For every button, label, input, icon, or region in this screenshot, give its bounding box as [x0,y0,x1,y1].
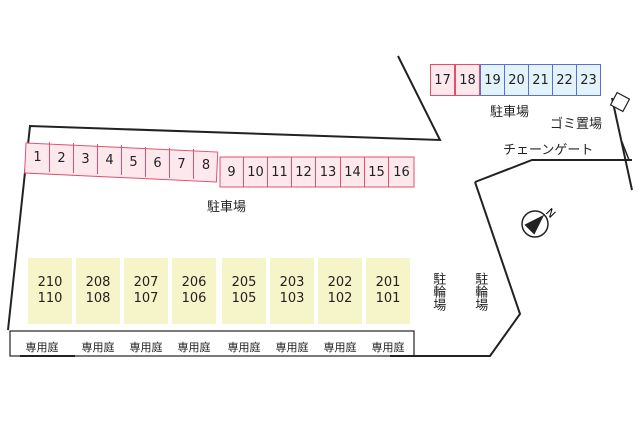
private-garden-label: 専用庭 [25,340,59,354]
unit-202-102: 202 102 [318,258,362,324]
parking-slot-21: 21 [528,64,553,96]
unit-lower-number: 110 [37,291,63,306]
unit-208-108: 208 108 [76,258,120,324]
chain-gate-marker [621,141,630,161]
parking-slot-23: 23 [576,64,601,96]
unit-lower-number: 106 [181,291,207,306]
parking-slot-13: 13 [316,157,341,187]
parking-label-main: 駐車場 [207,200,247,215]
unit-upper-number: 205 [231,274,257,290]
parking-slot-9: 9 [220,157,244,187]
private-garden-label: 専用庭 [371,340,405,354]
parking-slot-6: 6 [146,148,170,178]
parking-slot-8: 8 [201,157,211,173]
private-garden-label: 専用庭 [275,340,309,354]
bicycle-parking-label-2: 駐輪場 [471,272,487,316]
unit-upper-number: 201 [375,274,401,290]
private-garden-label: 専用庭 [177,340,211,354]
compass-icon [521,210,549,238]
unit-lower-number: 103 [279,291,305,306]
parking-slot-3: 3 [74,144,98,174]
unit-upper-number: 210 [37,274,63,290]
parking-slot-7: 7 [170,149,194,179]
unit-210-110: 210 110 [28,258,72,324]
unit-upper-number: 206 [181,274,207,290]
bicycle-parking-text: 駐輪場 [430,272,446,311]
garbage-area-label: ゴミ置場 [550,117,603,132]
garbage-area-marker [609,91,631,113]
unit-lower-number: 108 [85,291,111,306]
unit-205-105: 205 105 [222,258,266,324]
unit-206-106: 206 106 [172,258,216,324]
building-footprint [9,330,415,357]
parking-slot-5: 5 [122,147,146,177]
unit-lower-number: 102 [327,291,353,306]
unit-upper-number: 208 [85,274,111,290]
parking-slot-12: 12 [292,157,316,187]
bicycle-parking-label-1: 駐輪場 [429,272,445,316]
unit-upper-number: 203 [279,274,305,290]
parking-slot-2: 2 [50,143,74,173]
private-garden-label: 専用庭 [129,340,163,354]
private-garden-label: 専用庭 [81,340,115,354]
parking-slot-18: 18 [455,64,480,96]
private-garden-label: 専用庭 [227,340,261,354]
parking-slot-17: 17 [430,64,455,96]
parking-slot-14: 14 [341,157,365,187]
unit-207-107: 207 107 [124,258,168,324]
unit-201-101: 201 101 [366,258,410,324]
parking-slot-4: 4 [98,145,122,175]
parking-slot-15: 15 [365,157,389,187]
private-garden-label: 専用庭 [323,340,357,354]
parking-slot-11: 11 [268,157,292,187]
unit-upper-number: 202 [327,274,353,290]
parking-slot-22: 22 [552,64,577,96]
unit-lower-number: 101 [375,291,401,306]
parking-slot-20: 20 [504,64,529,96]
bicycle-parking-text: 駐輪場 [472,272,488,311]
chain-gate-label: チェーンゲート [503,143,594,158]
unit-lower-number: 107 [133,291,159,306]
parking-slot-10: 10 [244,157,268,187]
parking-slot-16: 16 [393,164,410,180]
parking-label-top-right: 駐車場 [490,105,530,120]
unit-upper-number: 207 [133,274,159,290]
main-parking-row-right [219,156,415,188]
unit-203-103: 203 103 [270,258,314,324]
parking-slot-1: 1 [26,142,50,172]
parking-slot-19: 19 [480,64,505,96]
unit-lower-number: 105 [231,291,257,306]
